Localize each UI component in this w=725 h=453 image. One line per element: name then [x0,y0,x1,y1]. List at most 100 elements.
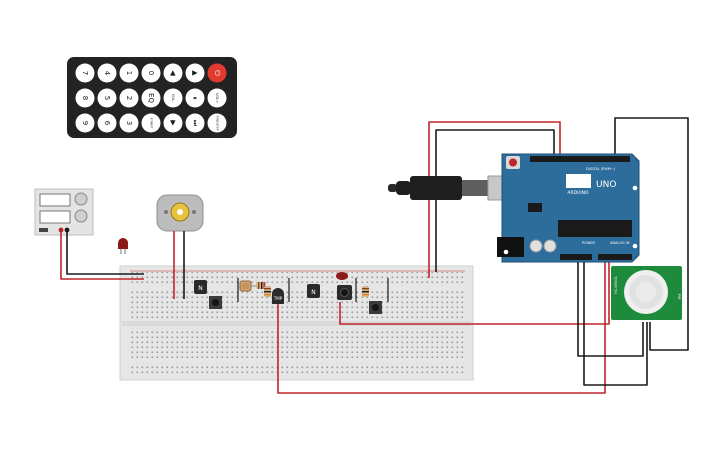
photoresistor[interactable] [239,280,252,292]
remote-button-face[interactable] [75,88,95,108]
remote-button-face[interactable] [185,113,205,133]
pir-sensor[interactable]: HC-SR501 PIR [611,266,682,320]
ir-remote[interactable]: 7 4 1 0 ◀ ▲ ⏻ 8 5 2 EQ VOL- ⏸ VOL+ 9 6 3 ST/REPT ▶ ⏭ FUNC/ST… [67,57,237,138]
transistor-1[interactable]: N [194,280,207,294]
remote-button-face[interactable] [119,113,139,133]
remote-button-face[interactable] [141,113,161,133]
remote-button-label: 0 [147,71,155,75]
transistor-1-label: N [198,285,203,292]
remote-button[interactable]: 8 [75,88,95,108]
arduino-header-digital: DIGITAL (PWM~) [586,167,616,171]
arduino-model: UNO [596,180,616,190]
wires [60,117,689,394]
wire-supply-negative[interactable] [66,230,144,275]
supply-knob-top[interactable] [74,192,88,206]
remote-button-label: 3 [125,121,133,125]
arduino-uno[interactable]: DIGITAL (PWM~) ARDUINO UNO POWER ANALOG … [497,153,640,263]
remote-button[interactable]: 2 [119,88,139,108]
remote-button-face[interactable] [163,88,183,108]
arduino-header-analog: ANALOG IN [610,241,630,245]
remote-button[interactable]: ▶ [163,113,183,133]
wire-sensor-analog[interactable] [277,262,606,394]
usb-cable[interactable] [388,175,513,201]
remote-button-label: ▶ [169,120,177,126]
remote-button[interactable]: 9 [75,113,95,133]
remote-button[interactable]: 6 [97,113,117,133]
remote-button-label: 4 [103,71,111,76]
remote-button[interactable]: VOL+ [207,88,227,108]
remote-button-face[interactable] [141,63,161,83]
remote-button[interactable]: ⏭ [185,113,205,133]
power-supply[interactable] [34,188,94,236]
remote-button[interactable]: EQ [141,88,161,108]
pushbutton-2[interactable] [369,301,382,314]
supply-knob-bottom[interactable] [74,209,88,223]
led-standalone[interactable] [118,238,128,254]
wire-pir-out[interactable] [614,117,689,351]
remote-button-label: ◀ [169,70,177,76]
remote-button-label: FUNC/STOP [216,116,220,131]
remote-button[interactable]: 1 [119,63,139,83]
remote-button-label: 6 [103,121,111,126]
resistor-1[interactable] [251,282,266,289]
remote-button-label: 7 [81,71,89,75]
remote-button-label: ⏻ [213,70,221,76]
wire-arduino-gnd[interactable] [435,129,555,272]
reset-button[interactable] [509,158,517,167]
resistor-3[interactable] [362,286,369,297]
remote-button-label: EQ [147,93,155,103]
remote-button-face[interactable] [185,63,205,83]
wire-supply-positive[interactable] [60,230,144,280]
pushbutton-1[interactable] [209,296,222,309]
transistor-2[interactable]: N [307,284,320,298]
remote-button-face[interactable] [119,63,139,83]
remote-button-label: ▲ [191,70,199,76]
remote-button-label: 5 [103,96,111,100]
remote-button-face[interactable] [207,88,227,108]
arduino-brand: ARDUINO [567,190,589,196]
remote-button-face[interactable] [207,113,227,133]
remote-button-face[interactable] [75,63,95,83]
power-button[interactable] [207,63,227,83]
remote-button-face[interactable] [141,88,161,108]
remote-button[interactable]: 3 [119,113,139,133]
breadboard[interactable] [119,265,474,381]
remote-button-face[interactable] [97,63,117,83]
remote-button-face[interactable] [97,113,117,133]
remote-button-face[interactable] [75,113,95,133]
remote-button[interactable]: ST/REPT [141,113,161,133]
remote-button-face[interactable] [97,88,117,108]
remote-button-label: ST/REPT [150,118,154,129]
resistor-2[interactable] [264,286,271,297]
remote-button[interactable]: ⏸ [185,88,205,108]
wire-pir-vcc[interactable] [583,262,648,386]
remote-button[interactable]: 0 [141,63,161,83]
remote-button[interactable]: ▲ [185,63,205,83]
remote-button-face[interactable] [185,88,205,108]
temperature-sensor[interactable]: TMP [272,288,284,304]
remote-button-label: 8 [81,96,89,100]
remote-button-face[interactable] [163,63,183,83]
remote-button[interactable]: VOL- [163,88,183,108]
temperature-sensor-label: TMP [273,296,283,301]
piezo-buzzer[interactable] [337,285,352,300]
remote-button[interactable]: 7 [75,63,95,83]
transistor-2-label: N [311,289,316,296]
remote-button-label: 9 [81,121,89,125]
remote-button-label: VOL+ [215,93,219,103]
remote-button-label: VOL- [171,94,175,103]
remote-button[interactable]: ◀ [163,63,183,83]
remote-button-label: ⏸ [191,96,199,100]
led-breadboard[interactable] [336,272,348,280]
remote-button[interactable]: 4 [97,63,117,83]
wire-pir-gnd[interactable] [577,262,644,357]
remote-button-face[interactable] [119,88,139,108]
remote-button[interactable]: 5 [97,88,117,108]
dc-motor[interactable] [156,194,204,232]
remote-button[interactable]: FUNC/STOP [207,113,227,133]
wire-pir-signal[interactable] [339,262,610,325]
remote-button[interactable]: ⏻ [207,63,227,83]
remote-button-label: 2 [125,96,133,100]
remote-button-face[interactable] [163,113,183,133]
